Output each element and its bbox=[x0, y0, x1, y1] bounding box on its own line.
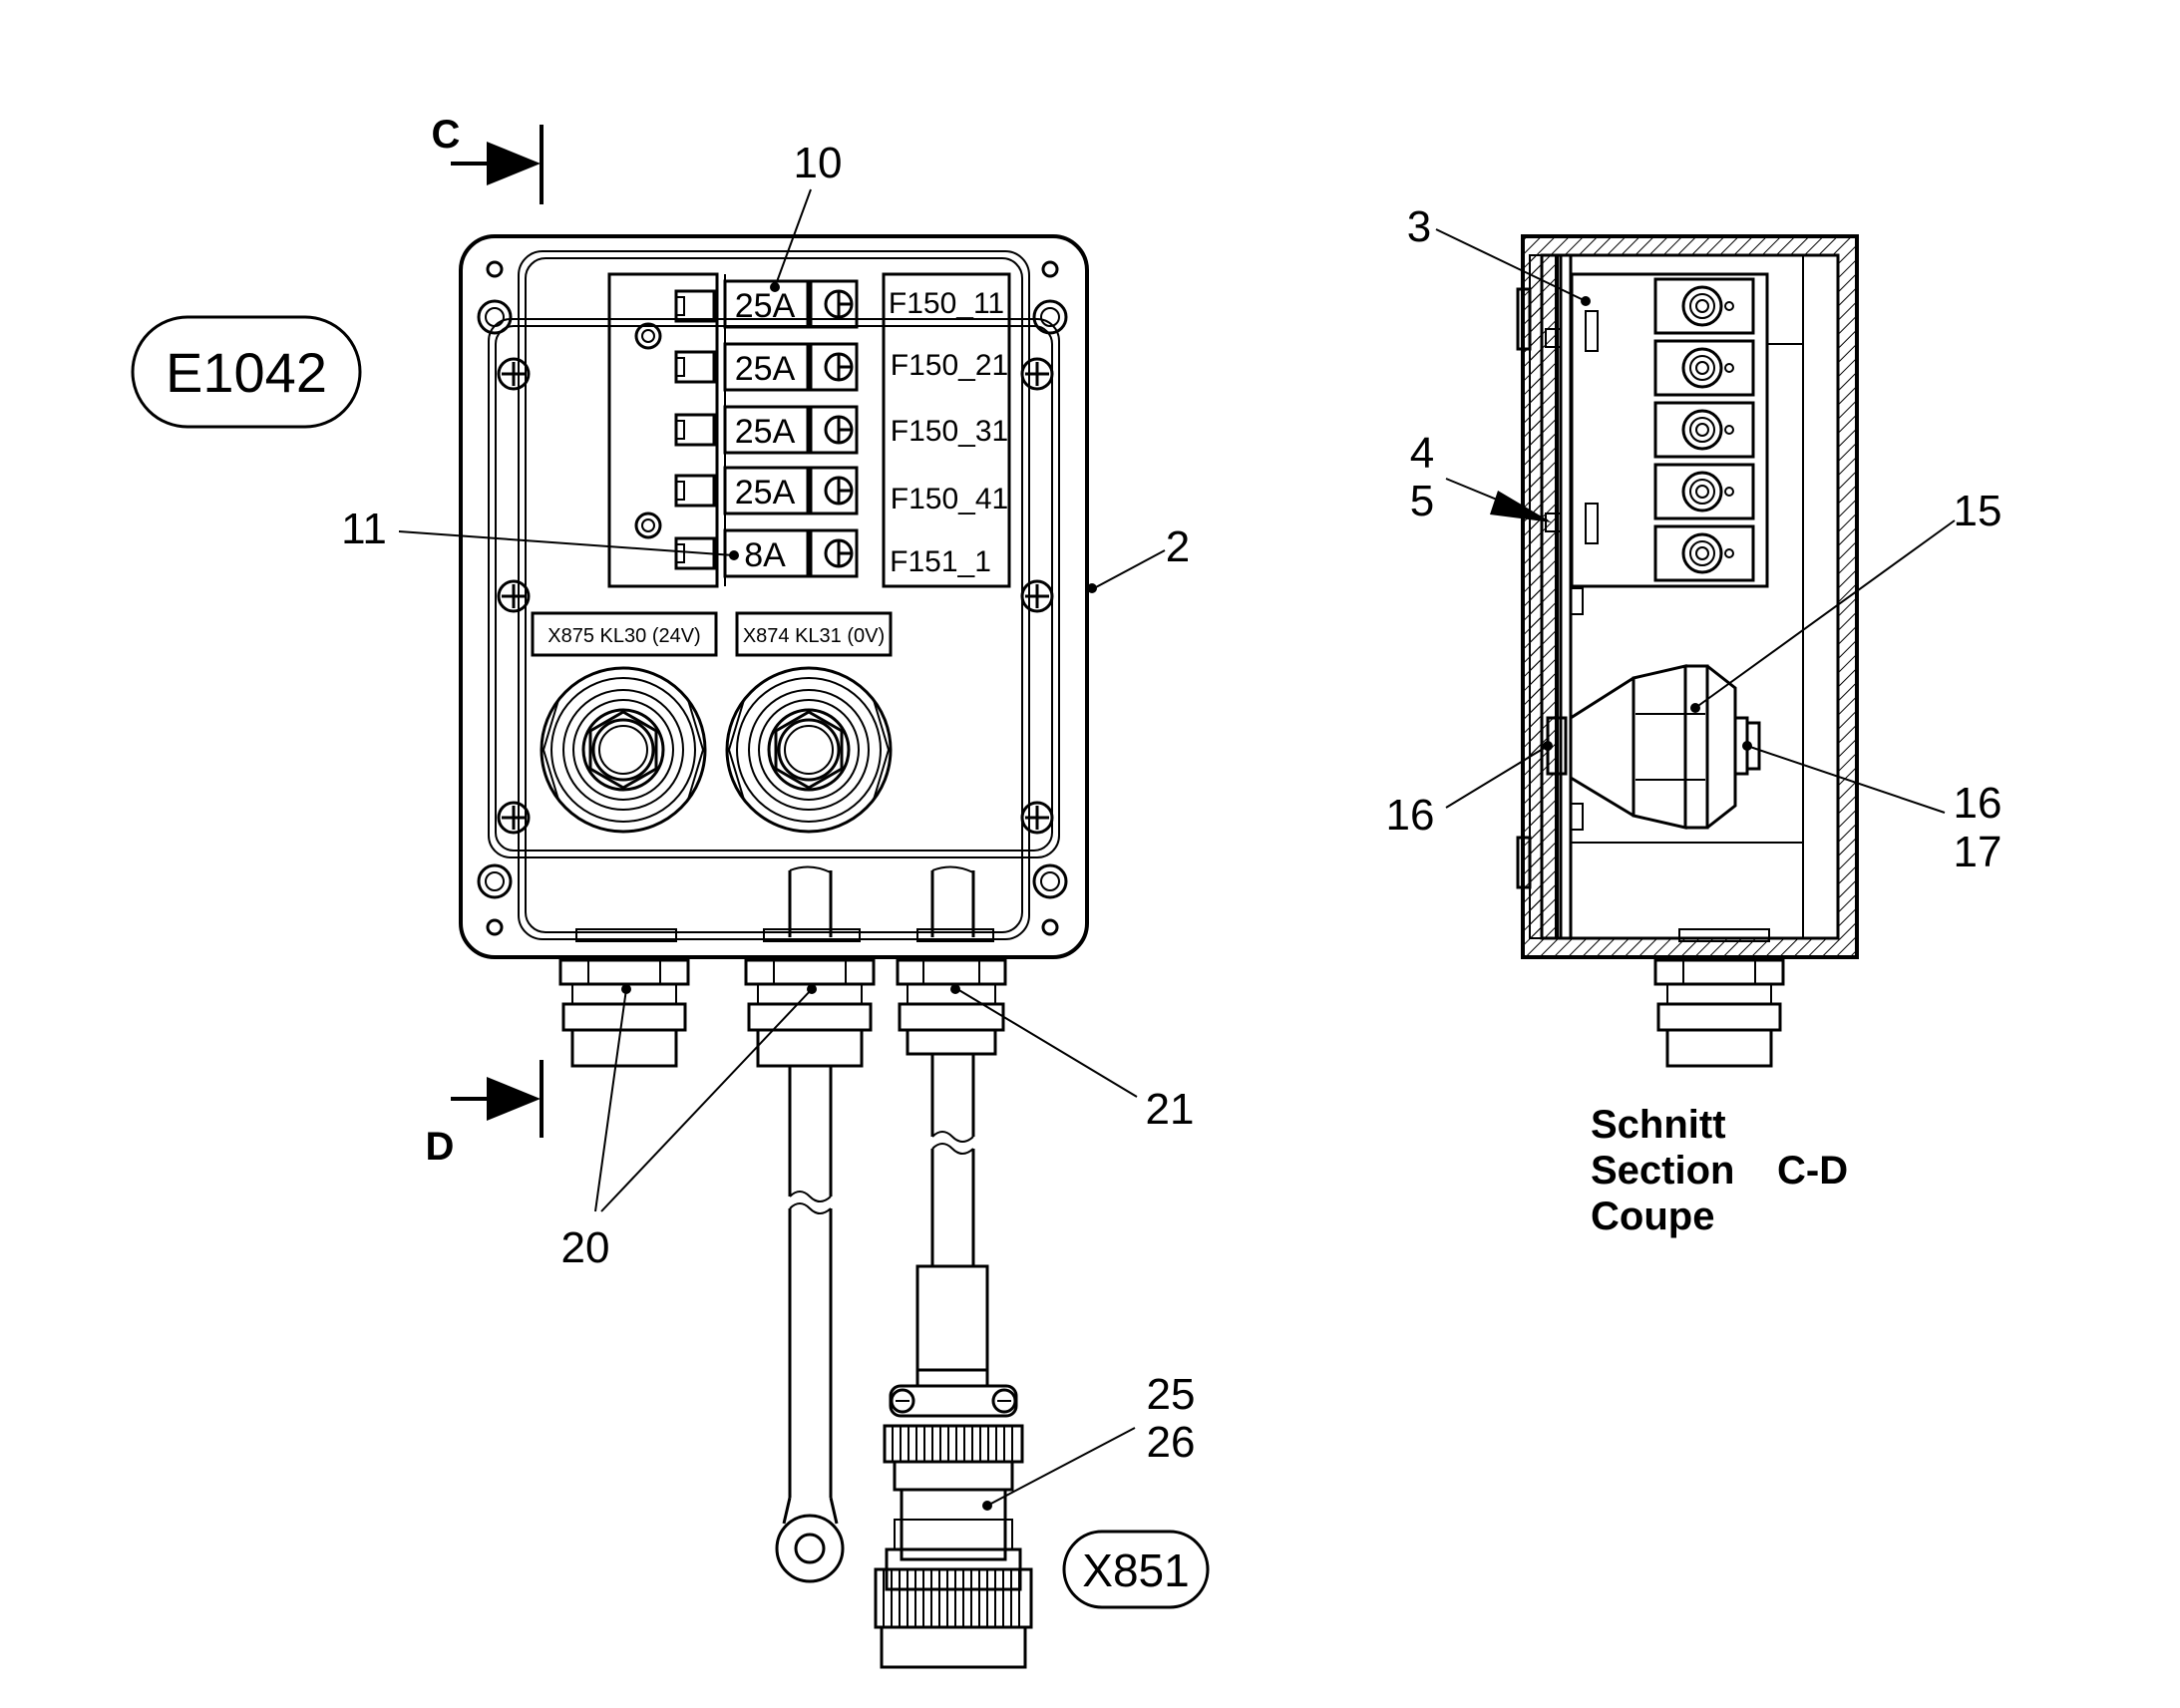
section-letter-c: C bbox=[432, 113, 461, 157]
connector-id-badge: X851 bbox=[1062, 1530, 1210, 1609]
caption-line-3: Coupe bbox=[1591, 1195, 1714, 1238]
knurl bbox=[883, 1569, 1020, 1627]
inner-cables bbox=[575, 865, 994, 942]
callout-4: 4 bbox=[1410, 429, 1434, 478]
fuse-rating: 25A bbox=[735, 350, 796, 388]
section-view bbox=[1516, 234, 1859, 1068]
enclosure-outer bbox=[459, 234, 1089, 959]
fuse-rating: 25A bbox=[735, 413, 796, 451]
callout-5: 5 bbox=[1410, 477, 1434, 525]
callout-3: 3 bbox=[1407, 202, 1431, 251]
screw-icon bbox=[497, 801, 531, 835]
callout-2: 2 bbox=[1166, 522, 1190, 571]
callout-10: 10 bbox=[794, 139, 843, 187]
corner-holes bbox=[477, 260, 1068, 936]
caption-line-2: Section bbox=[1591, 1149, 1734, 1193]
fuse-rating: 8A bbox=[744, 536, 786, 574]
terminal-label-right: X874 KL31 (0V) bbox=[743, 625, 885, 647]
assembly-id: E1042 bbox=[166, 341, 327, 404]
front-view: 25A 25A 25A 25A 8A bbox=[459, 234, 1089, 1669]
callout-25: 25 bbox=[1147, 1370, 1196, 1419]
fuse-row: 25A bbox=[674, 466, 859, 515]
section-marker-c: C bbox=[432, 113, 544, 204]
fuse-rating: 25A bbox=[735, 474, 796, 512]
knurl bbox=[892, 1426, 1013, 1462]
cross-screws bbox=[497, 357, 1054, 835]
callout-17: 17 bbox=[1954, 828, 2002, 876]
section-marker-d: D bbox=[426, 1060, 544, 1169]
terminal-label-left: X875 KL30 (24V) bbox=[547, 625, 700, 647]
fuse-row: 25A bbox=[674, 405, 859, 455]
caption-line-1: Schnitt bbox=[1591, 1103, 1726, 1147]
screw-icon bbox=[497, 357, 531, 391]
gland-right bbox=[725, 666, 893, 834]
fuse-label: F150_21 bbox=[891, 349, 1008, 382]
ring-terminal-cable bbox=[775, 1066, 845, 1583]
caption-section-id: C-D bbox=[1777, 1149, 1848, 1193]
callout-26: 26 bbox=[1147, 1418, 1196, 1467]
leader-lines bbox=[398, 188, 1956, 1511]
connector-id: X851 bbox=[1082, 1544, 1189, 1596]
enclosure-inner-3 bbox=[488, 318, 1060, 858]
section-letter-d: D bbox=[426, 1125, 455, 1169]
section-bottom-gland bbox=[1653, 928, 1785, 1068]
fuse-label-panel: F150_11 F150_21 F150_31 F150_41 F151_1 bbox=[882, 272, 1011, 588]
fuse-row: 25A bbox=[674, 279, 859, 329]
terminal-labels: X875 KL30 (24V) X874 KL31 (0V) bbox=[531, 611, 893, 657]
screw-icon bbox=[497, 579, 531, 613]
callout-20: 20 bbox=[561, 1223, 610, 1272]
callout-16-left: 16 bbox=[1386, 791, 1435, 840]
gland-side-view bbox=[1546, 587, 1761, 831]
screw-icon bbox=[1020, 579, 1054, 613]
fuse-label: F150_41 bbox=[891, 483, 1008, 515]
bottom-gland-1 bbox=[558, 958, 690, 1068]
screw-icon bbox=[1020, 801, 1054, 835]
callout-16-right: 16 bbox=[1954, 779, 2002, 828]
assembly-id-badge: E1042 bbox=[131, 315, 362, 429]
fuse-row: 8A bbox=[674, 528, 859, 578]
callout-numbers: 10 11 2 20 21 25 26 3 4 5 15 16 16 17 bbox=[341, 139, 2001, 1467]
callout-15: 15 bbox=[1954, 487, 2002, 535]
connector-cable bbox=[874, 1054, 1033, 1669]
fuse-rating: 25A bbox=[735, 287, 796, 325]
section-caption: Schnitt Section C-D Coupe bbox=[1591, 1103, 1848, 1238]
callout-21: 21 bbox=[1146, 1085, 1195, 1134]
fuse-label: F150_11 bbox=[889, 287, 1004, 320]
fuse-label: F151_1 bbox=[890, 545, 991, 578]
bottom-gland-3 bbox=[896, 958, 1007, 1056]
fuse-label: F150_31 bbox=[891, 415, 1008, 448]
fuse-side-view bbox=[1653, 277, 1755, 582]
fuse-row: 25A bbox=[674, 342, 859, 392]
bottom-gland-2 bbox=[744, 958, 876, 1068]
callout-11: 11 bbox=[341, 505, 387, 553]
gland-left bbox=[540, 666, 707, 834]
screw-icon bbox=[1020, 357, 1054, 391]
